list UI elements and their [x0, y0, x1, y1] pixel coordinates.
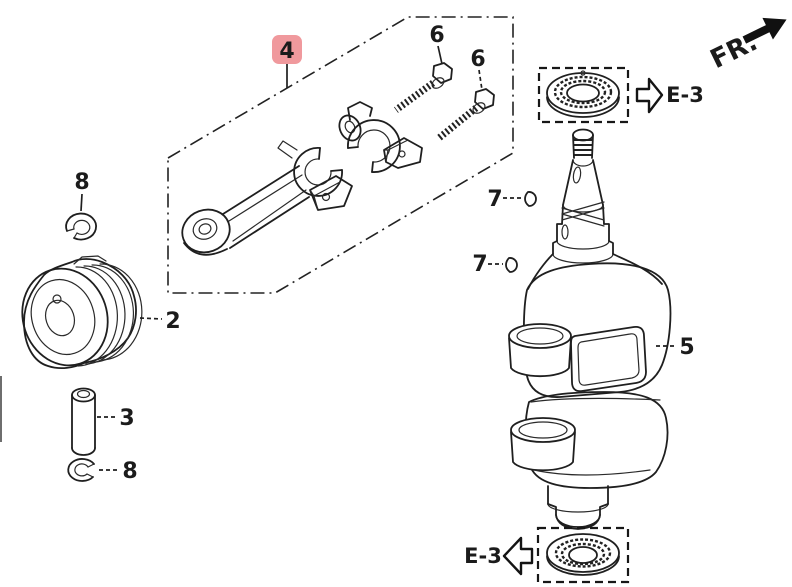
rod-bearing-cap-drawing [338, 101, 423, 173]
oil-seal-bottom-box [536, 526, 630, 584]
pin-clip-2-drawing [67, 458, 95, 482]
part-label-piston-pin[interactable]: 3 [119, 406, 134, 431]
rod-bolt-2-drawing [436, 88, 495, 141]
e3-top-arrow-icon [635, 77, 664, 114]
piston-pin-drawing [71, 387, 96, 456]
e3-bottom-arrow-icon [502, 536, 534, 576]
oil-seal-bottom-drawing [536, 526, 630, 584]
leader-2 [139, 317, 163, 320]
woodruff-key-2-drawing [505, 257, 518, 273]
part-callouts: 4 2 3 5 6 6 7 7 8 8 [74, 23, 694, 484]
leader-6b [478, 69, 483, 91]
part-label-bolt-2[interactable]: 6 [470, 47, 485, 72]
part-label-key-1[interactable]: 7 [487, 187, 502, 212]
woodruff-key-1-drawing [524, 191, 537, 207]
part-label-clip-2[interactable]: 8 [122, 459, 137, 484]
part-4-highlight[interactable] [272, 35, 302, 64]
crankshaft-drawing [508, 128, 672, 530]
part-label-piston[interactable]: 2 [165, 309, 180, 334]
oil-seal-top-box [537, 66, 630, 124]
rod-bolt-1-drawing [393, 62, 453, 113]
fr-direction-indicator: FR. [706, 17, 787, 75]
part-label-connecting-rod[interactable]: 4 [279, 39, 294, 64]
scan-edge-artifact [0, 376, 2, 442]
e3-ref-bottom[interactable]: E-3 [464, 544, 502, 568]
part-label-crankshaft[interactable]: 5 [679, 335, 694, 360]
oil-seal-top-drawing [537, 66, 630, 124]
leader-6a [437, 45, 443, 65]
connecting-rod-drawing [181, 140, 353, 256]
fr-arrow-icon [742, 17, 787, 44]
piston-drawing [21, 255, 143, 370]
part-label-bolt-1[interactable]: 6 [429, 23, 444, 48]
part-label-key-2[interactable]: 7 [472, 252, 487, 277]
part-label-clip-1[interactable]: 8 [74, 170, 89, 195]
pin-clip-1-drawing [65, 212, 97, 241]
leader-8a [80, 193, 83, 212]
e3-ref-top[interactable]: E-3 [666, 83, 704, 107]
leader-lines [80, 45, 676, 471]
